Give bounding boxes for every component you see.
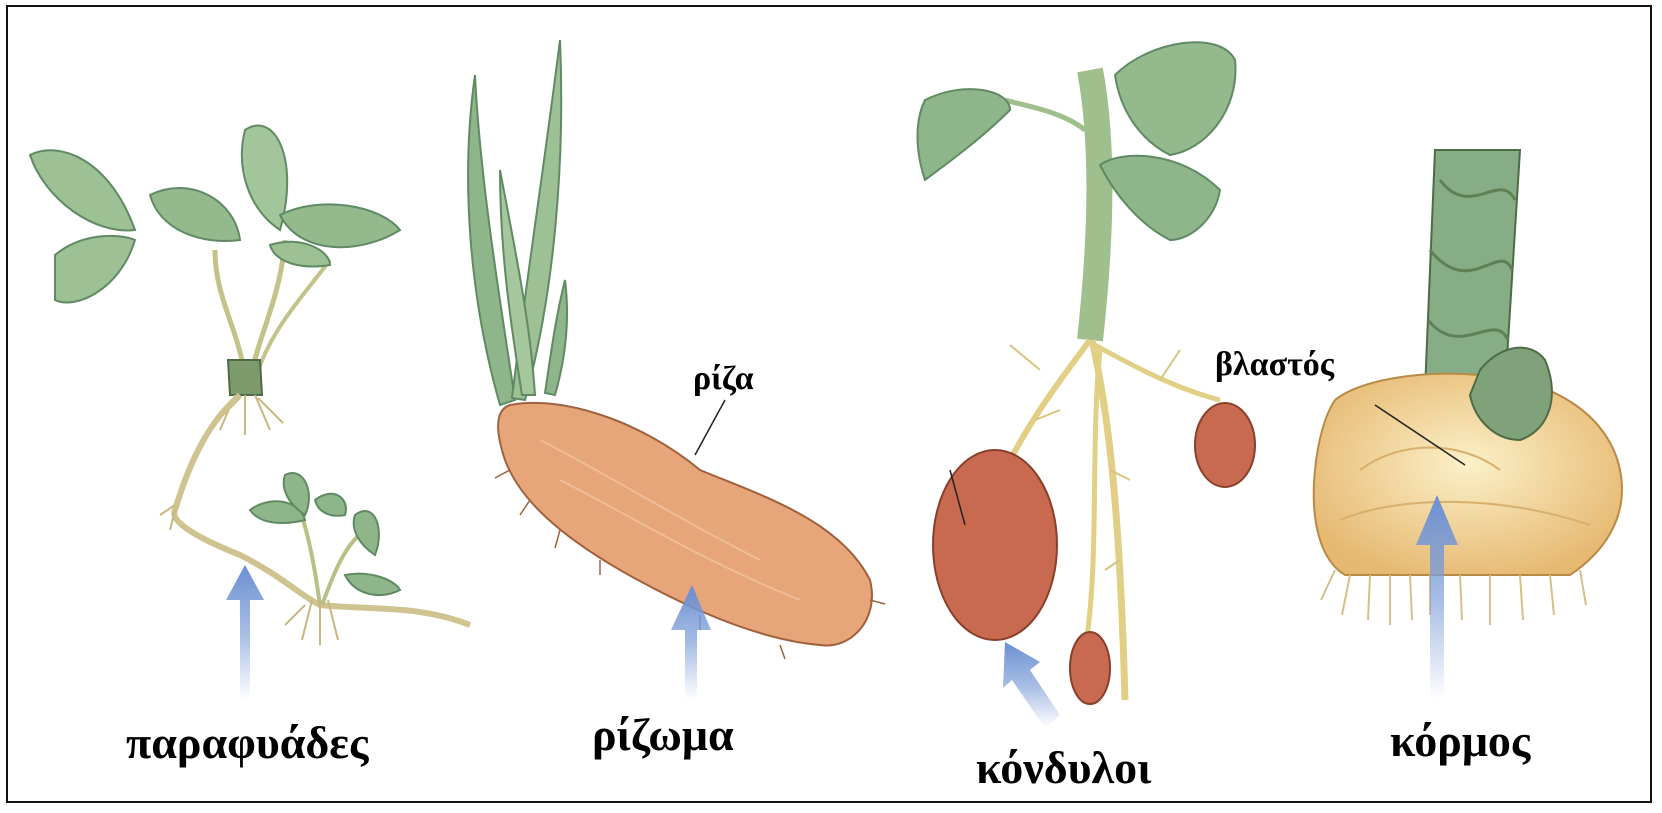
tubers-arrow [1003,642,1060,728]
rhizome-label: ρίζωμα [592,712,734,758]
rhizome-plant [468,40,885,659]
shoot-label: βλαστός [1215,348,1334,382]
tubers-label: κόνδυλοι [976,745,1151,791]
suckers-label: παραφυάδες [126,720,368,766]
sucker-plant [30,126,470,645]
corm-plant [1314,150,1622,625]
tuber-plant [918,42,1256,704]
root-label: ρίζα [693,362,754,396]
corm-label: κόρμος [1390,718,1530,764]
suckers-arrow [226,565,264,700]
